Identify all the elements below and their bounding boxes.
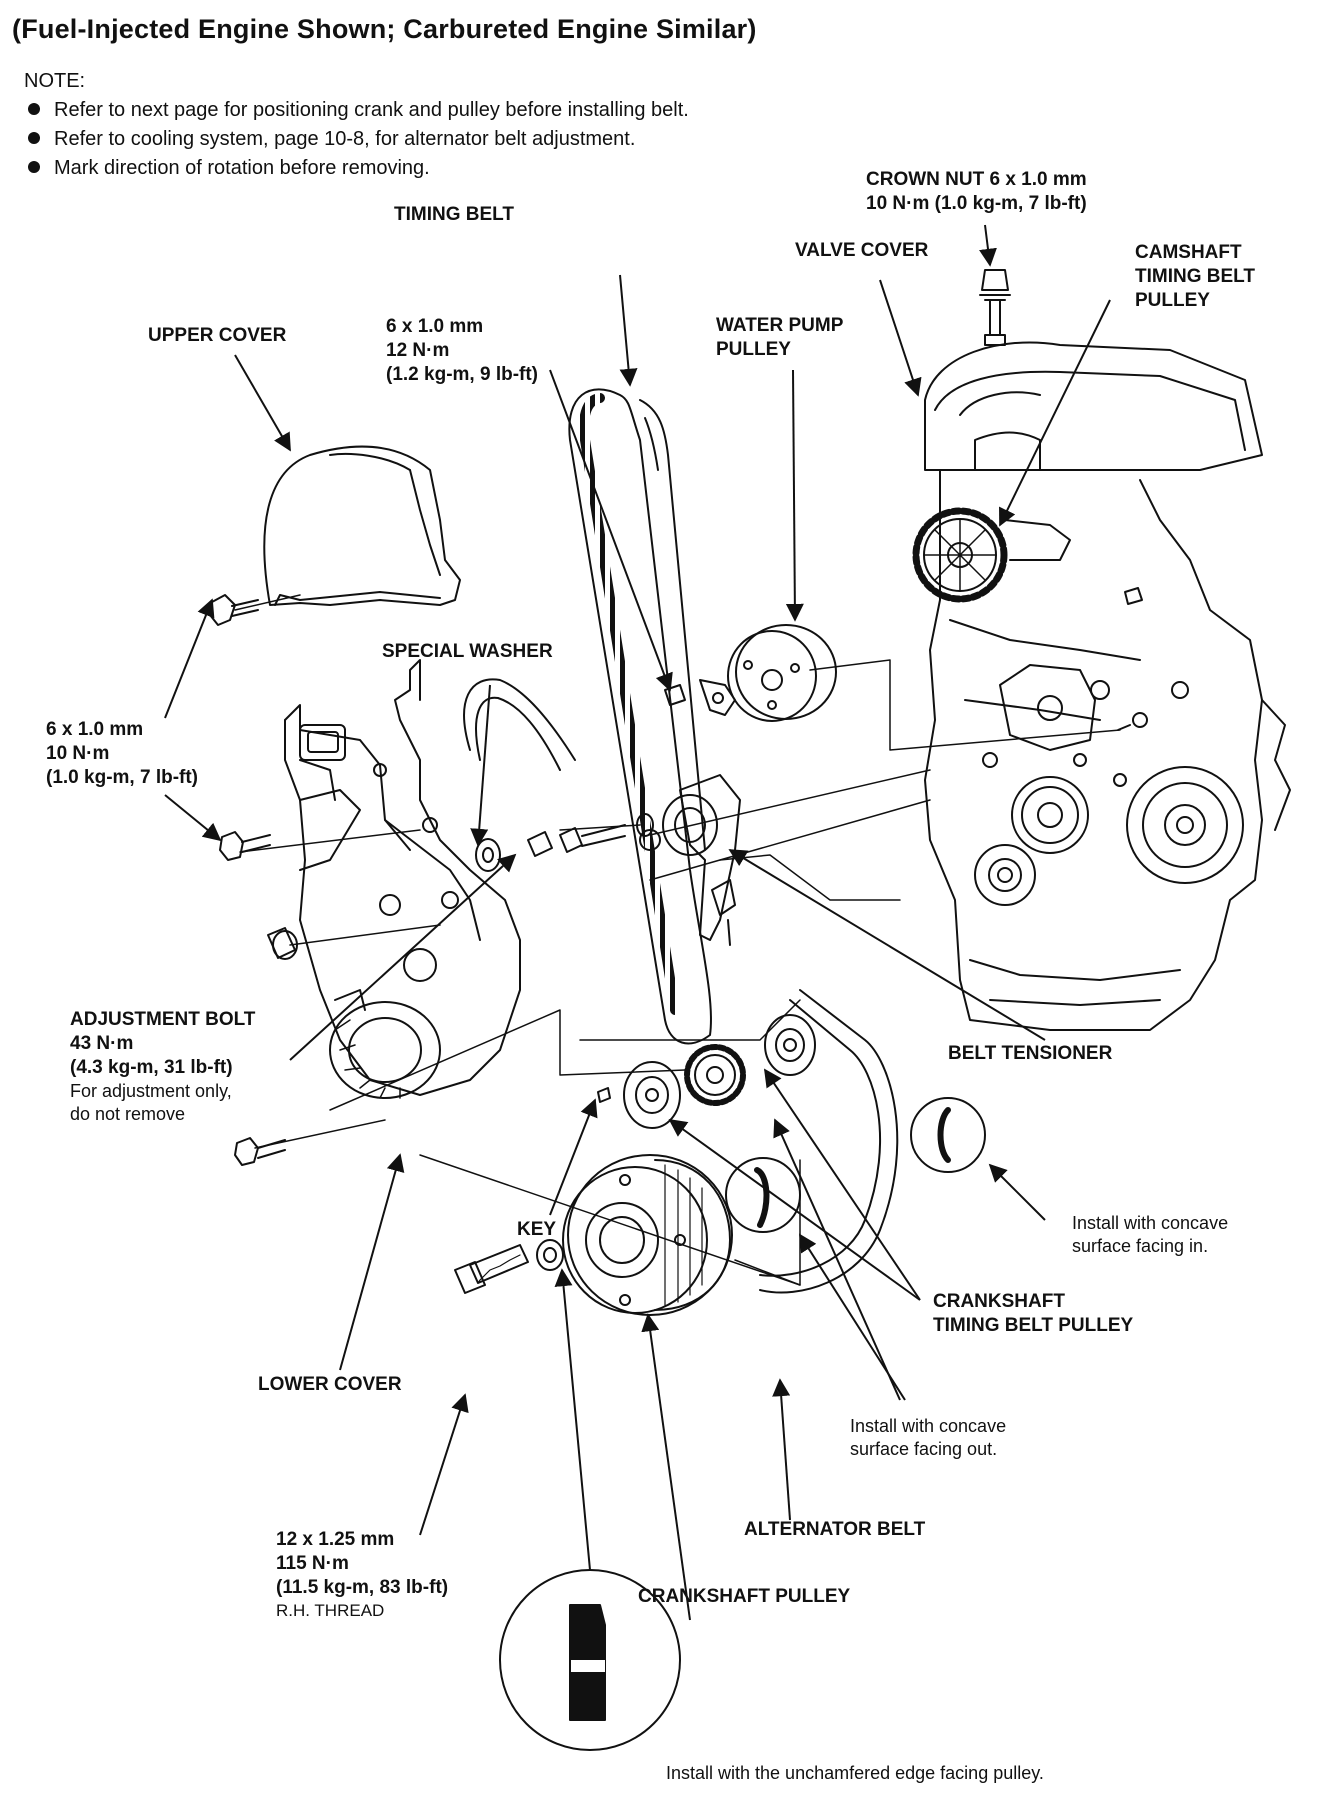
- label-bolt-12nm: 6 x 1.0 mm 12 N·m (1.2 kg-m, 9 lb-ft): [386, 315, 538, 387]
- label-crown-nut: CROWN NUT 6 x 1.0 mm 10 N·m (1.0 kg-m, 7…: [866, 168, 1087, 216]
- crank-timing-pulley-drawing: [597, 1014, 816, 1129]
- note-item-1: Refer to next page for positioning crank…: [28, 99, 689, 122]
- crank-bolt-torque: 115 N·m: [276, 1553, 349, 1574]
- bolt-size: 6 x 1.0 mm: [386, 316, 484, 337]
- label-crankshaft-pulley: CRANKSHAFT PULLEY: [638, 1586, 851, 1607]
- crank-bolt-thread: R.H. THREAD: [276, 1601, 385, 1620]
- label-adjustment-bolt: ADJUSTMENT BOLT 43 N·m (4.3 kg-m, 31 lb-…: [70, 1008, 255, 1126]
- adjustment-bolt-title: ADJUSTMENT BOLT: [70, 1009, 256, 1030]
- camshaft-pulley-line: TIMING BELT: [1135, 266, 1255, 287]
- crank-timing-line: CRANKSHAFT: [933, 1291, 1065, 1312]
- note-item-2: Refer to cooling system, page 10-8, for …: [28, 128, 635, 151]
- label-unchamfered: Install with the unchamfered edge facing…: [666, 1763, 1044, 1783]
- concave-in-line: surface facing in.: [1072, 1236, 1209, 1256]
- bolt-size: 6 x 1.0 mm: [46, 719, 144, 740]
- water-pump-pulley-drawing: [699, 624, 837, 722]
- belt-tensioner-drawing: [639, 774, 741, 946]
- projection-lines: [234, 594, 1121, 1286]
- label-alternator-belt: ALTERNATOR BELT: [744, 1519, 926, 1540]
- crank-timing-line: TIMING BELT PULLEY: [933, 1315, 1134, 1336]
- crank-bolt-drawing: [454, 1239, 564, 1294]
- label-water-pump-pulley: WATER PUMP PULLEY: [716, 314, 843, 362]
- label-special-washer: SPECIAL WASHER: [382, 641, 553, 662]
- crown-nut-size: CROWN NUT 6 x 1.0 mm: [866, 169, 1087, 190]
- label-belt-tensioner: BELT TENSIONER: [948, 1043, 1113, 1064]
- adjustment-bolt-note: do not remove: [70, 1104, 186, 1124]
- label-timing-belt: TIMING BELT: [394, 204, 514, 225]
- concave-out-line: surface facing out.: [850, 1439, 998, 1459]
- concave-out-line: Install with concave: [850, 1416, 1007, 1436]
- label-bolt-10nm: 6 x 1.0 mm 10 N·m (1.0 kg-m, 7 lb-ft): [46, 718, 198, 790]
- note-item-text: Refer to next page for positioning crank…: [54, 99, 689, 121]
- crank-bolt-size: 12 x 1.25 mm: [276, 1529, 395, 1550]
- label-crank-bolt: 12 x 1.25 mm 115 N·m (11.5 kg-m, 83 lb-f…: [276, 1528, 448, 1621]
- bolt-torque: 12 N·m: [386, 340, 450, 361]
- camshaft-pulley-line: CAMSHAFT: [1135, 242, 1242, 263]
- bolt-torque: 10 N·m: [46, 743, 110, 764]
- camshaft-pulley-line: PULLEY: [1135, 290, 1210, 311]
- bullet-icon: [28, 102, 40, 115]
- label-crankshaft-timing-pulley: CRANKSHAFT TIMING BELT PULLEY: [933, 1290, 1133, 1338]
- adjustment-bolt-torque-alt: (4.3 kg-m, 31 lb-ft): [70, 1057, 233, 1078]
- label-lower-cover: LOWER COVER: [258, 1374, 402, 1395]
- bolt-torque-alt: (1.2 kg-m, 9 lb-ft): [386, 364, 539, 385]
- label-concave-in: Install with concave surface facing in.: [1072, 1212, 1228, 1258]
- label-camshaft-pulley: CAMSHAFT TIMING BELT PULLEY: [1135, 241, 1255, 313]
- upper-cover-drawing: [263, 445, 461, 606]
- lower-cover-drawing: [267, 659, 521, 1099]
- label-concave-out: Install with concave surface facing out.: [850, 1415, 1006, 1461]
- note-heading: NOTE:: [24, 70, 86, 92]
- water-pump-line: PULLEY: [716, 339, 791, 360]
- note-item-text: Refer to cooling system, page 10-8, for …: [54, 128, 636, 150]
- water-pump-line: WATER PUMP: [716, 315, 844, 336]
- detail-circles: [499, 1097, 986, 1751]
- bolt-torque-alt: (1.0 kg-m, 7 lb-ft): [46, 767, 199, 788]
- label-key: KEY: [517, 1219, 557, 1240]
- bullet-icon: [28, 160, 40, 173]
- label-valve-cover: VALVE COVER: [795, 240, 929, 261]
- note-item-3: Mark direction of rotation before removi…: [28, 157, 430, 180]
- fasteners-drawing: [209, 269, 1143, 1166]
- crank-bolt-torque-alt: (11.5 kg-m, 83 lb-ft): [276, 1577, 449, 1598]
- crown-nut-torque: 10 N·m (1.0 kg-m, 7 lb-ft): [866, 193, 1087, 214]
- note-item-text: Mark direction of rotation before removi…: [54, 157, 430, 179]
- engine-block: [924, 341, 1291, 1031]
- bullet-icon: [28, 131, 40, 144]
- alternator-belt-drawing: [463, 678, 899, 1294]
- label-upper-cover: UPPER COVER: [148, 325, 287, 346]
- camshaft-pulley-drawing: [912, 507, 1071, 603]
- adjustment-bolt-torque: 43 N·m: [70, 1033, 134, 1054]
- page-title: (Fuel-Injected Engine Shown; Carbureted …: [12, 14, 757, 44]
- adjustment-bolt-note: For adjustment only,: [70, 1081, 232, 1101]
- crankshaft-pulley-drawing: [562, 1154, 733, 1316]
- timing-belt-drawing: [568, 388, 712, 1045]
- concave-in-line: Install with concave: [1072, 1213, 1229, 1233]
